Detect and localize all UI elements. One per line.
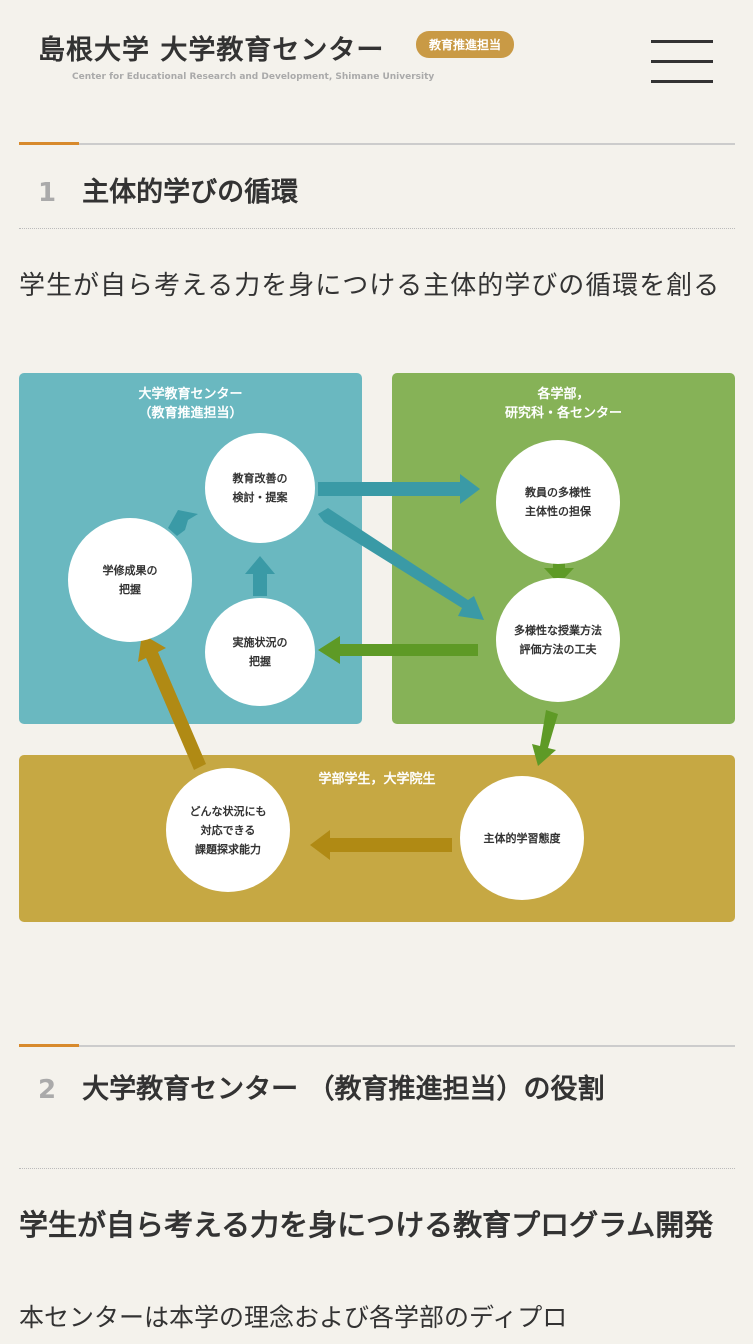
arrow-teal — [318, 474, 480, 504]
panel-title: 大学教育センター （教育推進担当） — [138, 387, 243, 421]
node-problem-solving-ability: どんな状況にも 対応できる 課題探求能力 — [166, 768, 290, 892]
arrow-teal — [168, 510, 198, 536]
section-divider — [19, 1044, 735, 1047]
subsection-heading: 学生が自ら考える力を身につける教育プログラム開発 — [19, 1208, 714, 1242]
section-number: 2 — [38, 1075, 57, 1105]
arrow-green — [318, 636, 478, 664]
node-teaching-methods: 多様性な授業方法 評価方法の工夫 — [496, 578, 620, 702]
site-subtitle: Center for Educational Research and Deve… — [72, 72, 435, 82]
panel-title: 学部学生，大学院生 — [318, 772, 436, 787]
section-number: 1 — [38, 178, 57, 208]
arrow-teal — [318, 508, 484, 620]
section-lead: 学生が自ら考える力を身につける主体的学びの循環を創る — [19, 271, 721, 301]
section-divider — [19, 142, 735, 145]
section-1-heading: 1 主体的学びの循環 — [38, 170, 298, 209]
section-2-heading: 2 大学教育センター （教育推進担当）の役割 — [19, 1068, 735, 1115]
panel-title: 各学部， 研究科・各センター — [504, 387, 622, 421]
node-proactive-attitude: 主体的学習態度 — [460, 776, 584, 900]
body-text: 本センターは本学の理念および各学部のディプロ — [19, 1303, 568, 1332]
node-faculty-diversity: 教員の多様性 主体性の担保 — [496, 440, 620, 564]
section-title: 大学教育センター （教育推進担当）の役割 — [82, 1074, 605, 1105]
flow-arrows — [138, 474, 574, 860]
section-title: 主体的学びの循環 — [82, 177, 299, 208]
arrow-teal — [245, 556, 275, 596]
site-logo-title[interactable]: 島根大学 大学教育センター — [38, 35, 385, 66]
arrow-gold — [310, 830, 452, 860]
dotted-divider — [19, 228, 735, 229]
arrow-green — [532, 710, 558, 766]
node-implementation-status: 実施状況の 把握 — [205, 598, 315, 706]
hamburger-menu-icon[interactable] — [651, 40, 713, 84]
department-badge: 教育推進担当 — [416, 31, 515, 58]
node-improvement-proposal: 教育改善の 検討・提案 — [205, 433, 315, 543]
arrow-gold — [138, 634, 206, 770]
arrow-green — [544, 552, 574, 584]
dotted-divider — [19, 1168, 735, 1169]
node-learning-outcomes: 学修成果の 把握 — [68, 518, 192, 642]
